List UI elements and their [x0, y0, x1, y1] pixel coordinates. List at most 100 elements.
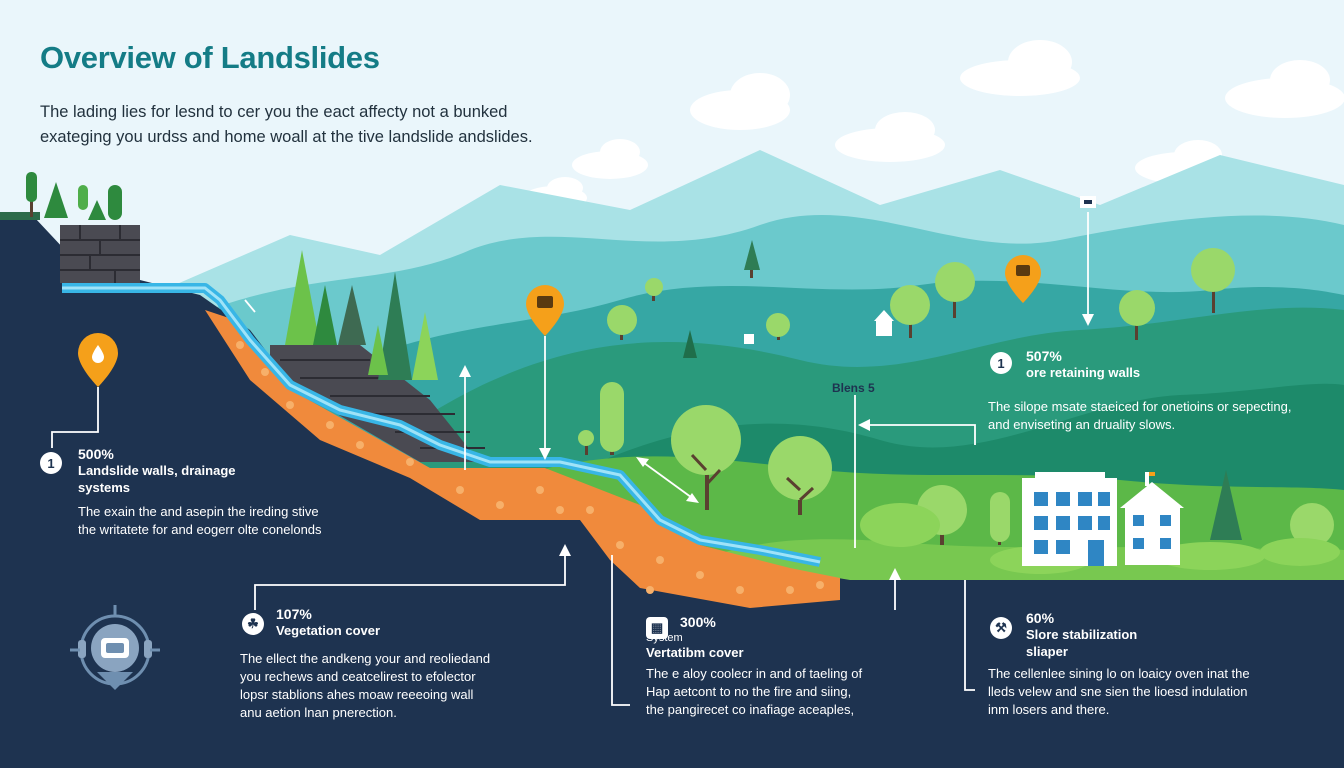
intro-line-2: exateging you urdss and home woall at th… [40, 128, 533, 146]
callout-5-body-line-1: The silope msate staeiced for onetioins … [988, 399, 1292, 414]
building-icon: ▦ [646, 617, 668, 639]
hilltop-trees [26, 172, 122, 220]
callout-vegetation: 107% Vegetation cover [276, 606, 380, 639]
arrow-heads [459, 314, 1094, 580]
callout-5-body-line-2: and enviseting an druality slows. [988, 417, 1176, 432]
callout-4-body-line-1: The cellenlee sining lo on loaicy oven i… [988, 666, 1250, 681]
tree-icon [607, 305, 637, 340]
callout-4-body-line-2: lleds velew and sne sien the lioesd indu… [988, 684, 1248, 699]
callout-1-body: The exain the and asepin the ireding sti… [78, 503, 322, 539]
callout-5-body: The silope msate staeiced for onetioins … [988, 398, 1292, 434]
callout-4-body: The cellenlee sining lo on loaicy oven i… [988, 665, 1250, 719]
callout-1-number: 500% [78, 446, 114, 462]
tree-icon [313, 285, 337, 345]
tree-icon [1119, 290, 1155, 340]
pin-icon [78, 333, 118, 387]
callout-slope-stabilization: 60% Slore stabilization sliaper [1026, 610, 1137, 660]
tree-icon [378, 272, 412, 380]
tree-icon [44, 182, 68, 218]
tree-icon [1210, 470, 1242, 540]
drop-icon [92, 345, 104, 363]
tree-icon [285, 250, 320, 345]
house-icon [874, 310, 894, 336]
drainage-water-highlight [62, 286, 821, 564]
callout-4-title-line-1: Slore stabilization [1026, 627, 1138, 642]
leader-lines [51, 212, 1089, 706]
cloud-icon [835, 112, 945, 162]
soil-texture [236, 341, 824, 594]
intro-line-1: The lading lies for lesnd to cer you the… [40, 103, 508, 121]
callout-1-title-line-2: systems [78, 480, 131, 495]
tree-icon [412, 312, 438, 380]
callout-5-badge: 1 [990, 352, 1012, 374]
hilltop-grass [0, 212, 40, 220]
callout-2-body: The ellect the andkeng your and reolieda… [240, 650, 490, 722]
tree-icon [338, 285, 366, 345]
page-title: Overview of Landslides [40, 40, 380, 75]
house-icon [1120, 472, 1184, 565]
tree-icon [890, 285, 930, 338]
tree-icon [78, 185, 88, 210]
retaining-wall-mid [270, 345, 490, 462]
leaf-icon: ☘ [242, 613, 264, 635]
tree-icon [671, 405, 741, 510]
house-icon [744, 334, 754, 344]
tree-icon [1290, 503, 1334, 550]
tool-icon: ⚒ [990, 617, 1012, 639]
distant-trees [607, 240, 1235, 358]
callout-4-number: 60% [1026, 610, 1055, 626]
callout-3-body-line-2: Hap aetcont to no the fire and siing, [646, 684, 852, 699]
callout-2-body-line-4: anu aetion lnan pnerection. [240, 705, 397, 720]
cloud-icon [1225, 60, 1344, 118]
callout-system: 300% [680, 614, 716, 630]
slope-trees [285, 250, 438, 380]
tree-icon [935, 262, 975, 318]
callout-2-body-line-3: lopsr stablions ahes moaw reeeoing wall [240, 687, 474, 702]
cloud-icon [572, 139, 648, 179]
callout-2-body-line-1: The ellect the andkeng your and reolieda… [240, 651, 491, 666]
callout-5-title: ore retaining walls [1026, 365, 1141, 380]
callout-5-number: 507% [1026, 348, 1062, 364]
callout-1-title-line-1: Landslide walls, drainage [78, 463, 236, 478]
callout-3-number: 300% [680, 614, 716, 630]
sensor-icon [1080, 196, 1096, 208]
tree-icon [88, 200, 106, 220]
callout-2-number: 107% [276, 606, 312, 622]
tree-icon [26, 172, 37, 217]
callout-1-body-line-2: the writatete for and eogerr olte conelo… [78, 522, 322, 537]
tree-icon [766, 313, 790, 340]
callout-3-title: Vertatibm cover [646, 645, 744, 660]
callout-3-heading: System Vertatibm cover [646, 632, 744, 661]
tree-icon [645, 278, 663, 301]
callout-2-title: Vegetation cover [276, 623, 381, 638]
retaining-wall-top [60, 225, 140, 283]
tree-icon [600, 382, 624, 455]
tree-icon [578, 430, 594, 455]
foreground-trees [578, 382, 1334, 550]
cloud-icon [690, 73, 790, 130]
callout-1-body-line-1: The exain the and asepin the ireding sti… [78, 504, 319, 519]
callout-3-body-line-3: the pangirecet co inafiage aceaples, [646, 702, 855, 717]
tree-icon [990, 492, 1010, 545]
callout-retaining-walls: 507% ore retaining walls [1026, 348, 1140, 381]
callout-4-body-line-3: inm losers and there. [988, 702, 1110, 717]
tree-icon [368, 325, 388, 375]
tree-icon [108, 185, 122, 220]
sensor-badge [70, 605, 160, 690]
callout-1-badge: 1 [40, 452, 62, 474]
pin-icon [526, 285, 564, 336]
tree-icon [744, 240, 760, 278]
callout-3-subtitle: System [646, 632, 683, 644]
blens-label: Blens 5 [832, 381, 875, 395]
callout-3-body-line-1: The e aloy coolecr in and of taeling of [646, 666, 863, 681]
tree-icon [1191, 248, 1235, 313]
callout-3-body: The e aloy coolecr in and of taeling of … [646, 665, 862, 719]
tree-icon [683, 330, 697, 358]
cloud-icon [960, 40, 1080, 96]
callout-drainage: 500% Landslide walls, drainage systems [78, 446, 236, 496]
callout-4-title-line-2: sliaper [1026, 644, 1068, 659]
callout-2-body-line-2: you rechews and ceatcelirest to efolecto… [240, 669, 476, 684]
intro-text: The lading lies for lesnd to cer you the… [40, 100, 660, 150]
building-icon [1022, 472, 1117, 566]
